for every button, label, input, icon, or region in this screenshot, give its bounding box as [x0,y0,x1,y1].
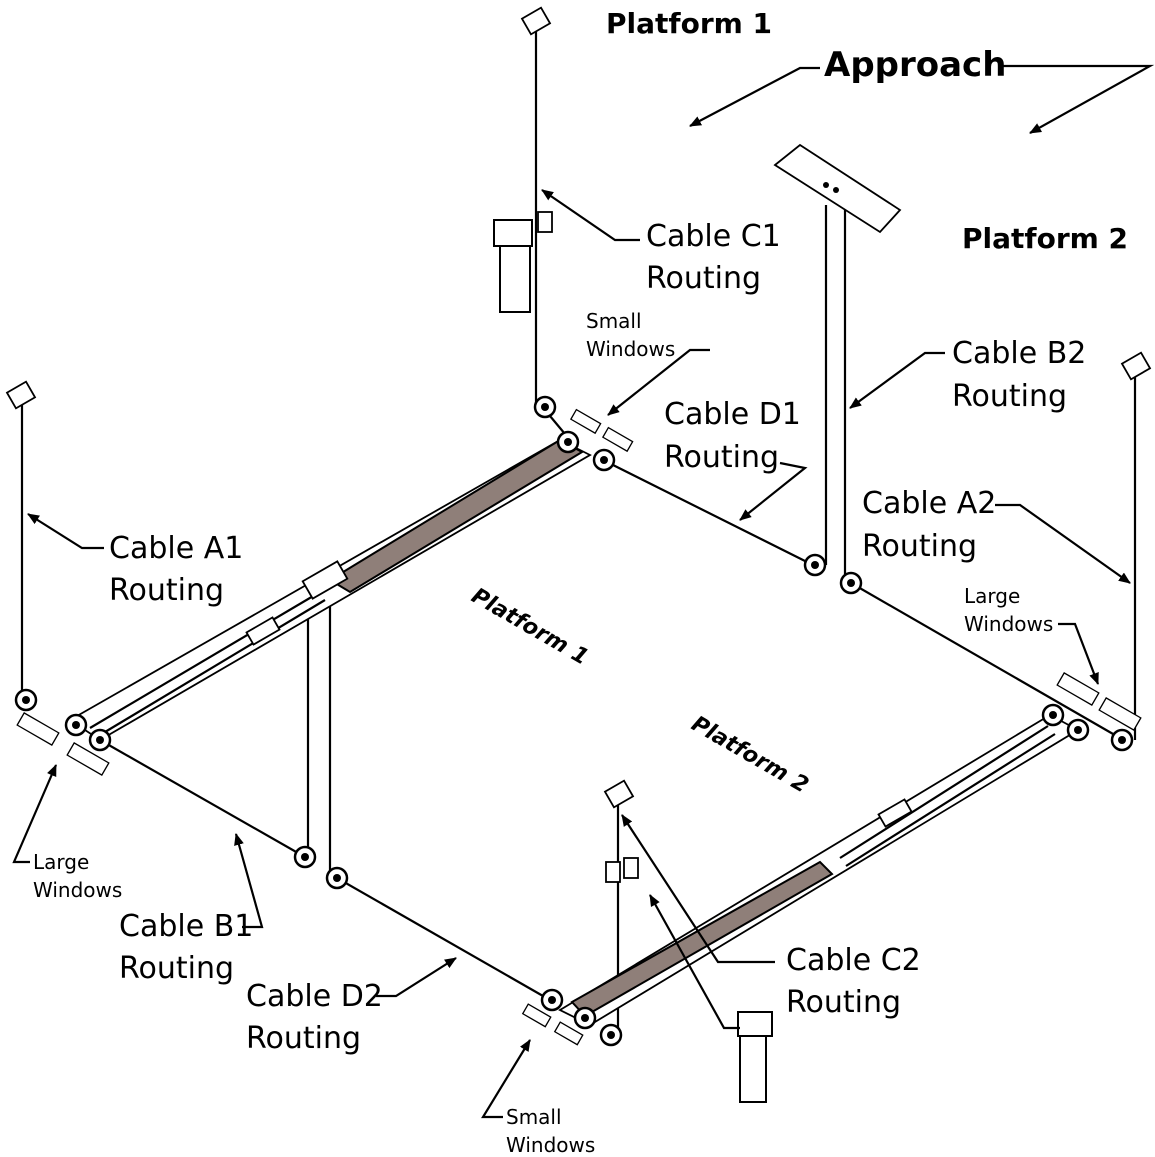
platform1-floor-label: Platform 1 [467,584,592,671]
pulley [88,728,112,752]
c2-anchor [603,779,635,809]
cable-d1-label: Cable D1 [664,397,801,432]
large-windows-left-line1: Large [33,850,89,874]
pulley [1066,718,1090,742]
large-windows-left-line2: Windows [33,878,122,902]
c1-motor-head [493,219,533,247]
large-windows-right-line1: Large [964,584,1020,608]
large-window [1098,697,1142,731]
a1-anchor [5,380,37,410]
cable-b2-routing: Routing [952,379,1067,414]
d1-arrow [739,461,808,521]
c1-anchor [520,6,552,36]
large-window [16,712,60,746]
large-windows-right-line2: Windows [964,612,1053,636]
a1-arrow [27,513,104,550]
platform2-floor-label: Platform 2 [687,712,812,799]
small-windows-bottom-line1: Small [506,1105,562,1129]
pulley [803,553,827,577]
cable-d1-routing: Routing [664,440,779,475]
small-window [553,1021,584,1046]
large-window [66,742,110,776]
c2-arrow-2 [649,894,740,1030]
actuator-rods [68,438,1080,1027]
b1-arrow [234,833,264,929]
windows [16,408,1142,1046]
d2-arrow [376,957,457,998]
platform2-title: Platform 2 [962,222,1128,255]
pulley [1041,703,1065,727]
large-window [1056,672,1100,706]
cable-c1-routing: Routing [646,261,761,296]
pulley [556,430,580,454]
large-windows-left-arrow [12,764,58,864]
cable-b2-label: Cable B2 [952,336,1086,371]
pulley [64,713,88,737]
small-window [569,408,602,435]
c1-motor-body [499,239,531,313]
cable-c2-routing: Routing [786,985,901,1020]
cable-c2-label: Cable C2 [786,943,921,978]
cable-a2-label: Cable A2 [862,486,996,521]
pulley [1110,728,1134,752]
fixtures [5,6,1152,1103]
pulley [325,866,349,890]
cable-a1-label: Cable A1 [109,531,243,566]
cable-b1-label: Cable B1 [119,909,253,944]
small-windows-top-arrow [607,348,710,416]
small-windows-top-line1: Small [586,309,642,333]
platform1-title: Platform 1 [606,7,772,40]
pulley [293,845,317,869]
pulley [540,988,564,1012]
cable-b1-routing: Routing [119,951,234,986]
a2-arrow [995,503,1131,584]
pulley [592,448,616,472]
small-windows-bottom-arrow [481,1039,531,1119]
approach-title: Approach [824,45,1006,85]
pulley [533,395,557,419]
pulleys [14,395,1134,1047]
leader-arrows [12,64,1155,1119]
c1-arrow [541,189,640,242]
a2-anchor [1120,351,1152,381]
labels: Platform 1 Approach Platform 2 Cable C1 … [33,7,1128,1157]
c2-motor-head [737,1011,773,1037]
large-windows-right-arrow [1058,622,1100,685]
small-windows-bottom-line2: Windows [506,1133,595,1157]
b2-arrow [849,351,945,409]
cable-d2-label: Cable D2 [246,979,383,1014]
small-windows-top-line2: Windows [586,337,675,361]
approach-arrow-right [1000,64,1155,134]
approach-arrow-left [689,66,820,127]
cable-a2-routing: Routing [862,529,977,564]
pulley [573,1006,597,1030]
pulley [14,688,38,712]
small-window [601,426,634,453]
small-window [521,1003,552,1028]
pulley [599,1023,623,1047]
b1-bracket [301,560,349,600]
cable-a1-routing: Routing [109,573,224,608]
cable-c1-label: Cable C1 [646,219,781,254]
c2-motor-body [739,1029,767,1103]
c2-arrow-1 [621,814,775,964]
pulley [839,571,863,595]
cable-d2-routing: Routing [246,1021,361,1056]
